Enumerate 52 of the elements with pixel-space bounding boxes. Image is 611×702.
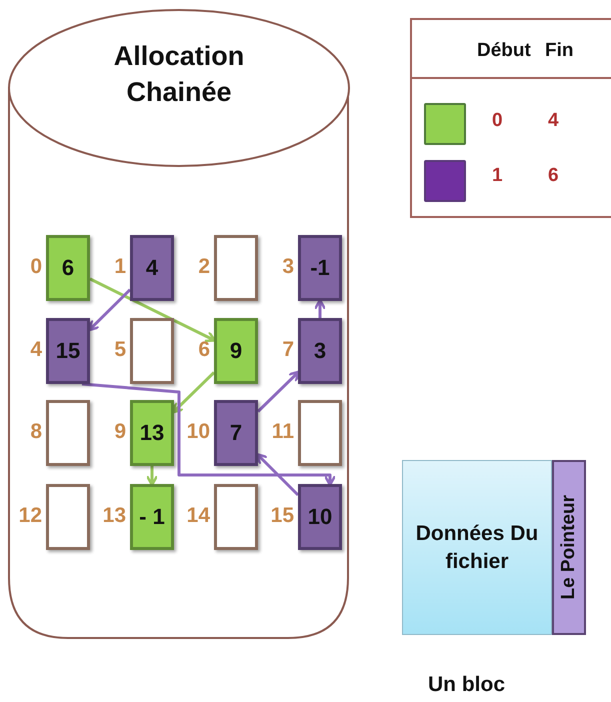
arrow: [256, 370, 300, 413]
block-number: 1: [113, 255, 126, 279]
block-number: 12: [18, 504, 42, 528]
table-value: 1: [492, 165, 503, 187]
block-number: 10: [186, 420, 210, 444]
block-number: 15: [270, 504, 294, 528]
arrow: [88, 288, 132, 332]
data-block: Données Du fichier: [402, 460, 552, 635]
arrow: [82, 382, 336, 486]
block-number: 2: [197, 255, 210, 279]
block-number: 6: [197, 338, 210, 362]
block-number: 14: [186, 504, 210, 528]
disk-block: - 1: [130, 484, 174, 550]
block-number: 4: [29, 338, 42, 362]
disk-block: 10: [298, 484, 342, 550]
empty-block: [130, 318, 174, 384]
disk-cylinder: [8, 8, 350, 640]
disk-block: 4: [130, 235, 174, 301]
disk-block: 15: [46, 318, 90, 384]
block-number: 8: [29, 420, 42, 444]
table-value: 0: [492, 110, 503, 132]
empty-block: [46, 400, 90, 466]
block-number: 13: [102, 504, 126, 528]
block-number: 9: [113, 420, 126, 444]
column-header: Fin: [545, 40, 574, 62]
pointer-text: Le Pointeur: [558, 495, 580, 600]
arrow: [172, 371, 216, 414]
block-number: 7: [281, 338, 294, 362]
disk-block: 3: [298, 318, 342, 384]
title-text: Allocation Chainée: [112, 40, 246, 109]
arrow: [314, 298, 326, 318]
table-value: 6: [548, 165, 559, 187]
disk-block: 13: [130, 400, 174, 466]
empty-block: [214, 235, 258, 301]
empty-block: [46, 484, 90, 550]
column-header: Début: [477, 40, 531, 62]
disk-block: 7: [214, 400, 258, 466]
empty-block: [214, 484, 258, 550]
disk-block: -1: [298, 235, 342, 301]
block-number: 11: [270, 420, 294, 444]
table-value: 4: [548, 110, 559, 132]
block-number: 0: [29, 255, 42, 279]
arrow: [89, 278, 216, 342]
caption-text: Un bloc: [428, 673, 505, 697]
pointer-field: [552, 460, 586, 635]
arrow: [146, 466, 158, 486]
arrow: [256, 453, 300, 496]
disk-block: 9: [214, 318, 258, 384]
empty-block: [298, 400, 342, 466]
block-number: 5: [113, 338, 126, 362]
block-number: 3: [281, 255, 294, 279]
disk-block: 6: [46, 235, 90, 301]
